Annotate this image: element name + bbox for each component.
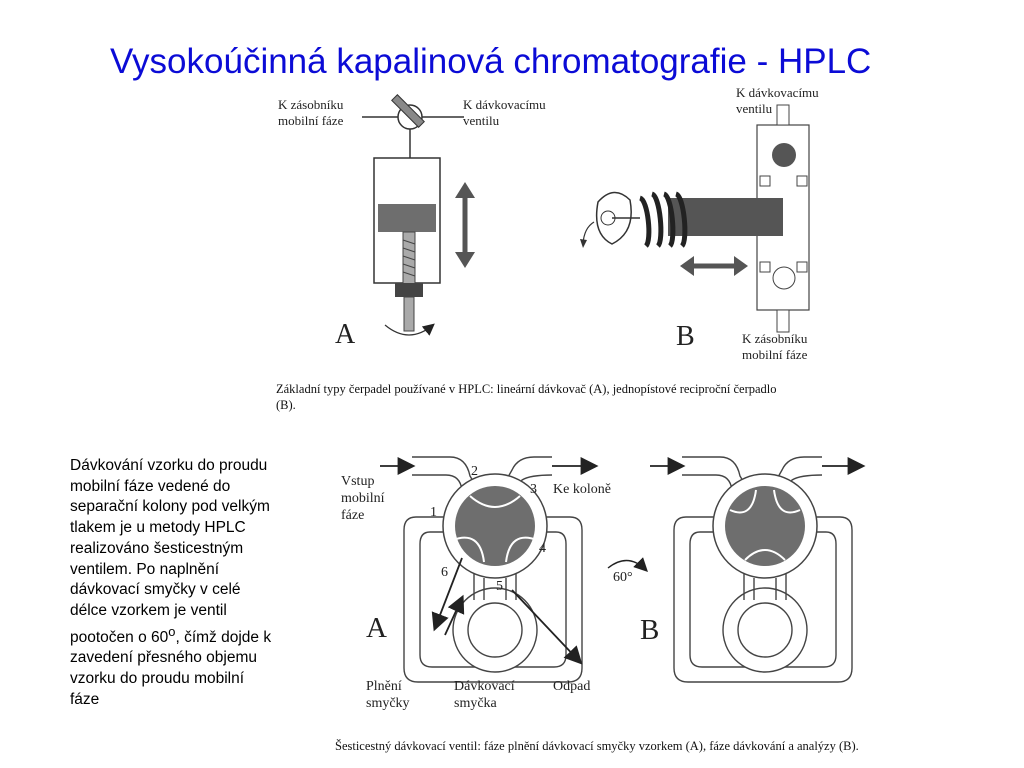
pump-b-letter: B: [676, 321, 695, 352]
valve-column-label: Ke koloně: [553, 482, 611, 497]
pump-b-reservoir-label-2: mobilní fáze: [742, 347, 808, 362]
valve-description-end: , čímž dojde k zavedení přesného objemu …: [70, 628, 272, 708]
pump-a-reservoir-label-1: K zásobníku: [278, 97, 344, 112]
pump-b-diagram: [580, 104, 810, 333]
valve-port-1: 1: [430, 505, 437, 520]
dosing-loop-label-2: smyčka: [454, 696, 498, 711]
valve-a-diagram: [380, 456, 599, 683]
pump-a-reservoir-label-2: mobilní fáze: [278, 113, 344, 128]
valve-port-6: 6: [441, 565, 448, 580]
page-title: Vysokoúčinná kapalinová chromatografie -…: [110, 42, 872, 81]
valve-inlet-label-3: fáze: [341, 508, 364, 523]
fill-loop-label-2: smyčky: [366, 696, 410, 711]
pump-b-valve-label-1: K dávkovacímu: [736, 85, 819, 100]
valve-port-4: 4: [539, 541, 546, 556]
valve-description: Dávkování vzorku do proudu mobilní fáze …: [70, 456, 275, 711]
pump-caption: Základní typy čerpadel používané v HPLC:…: [276, 382, 777, 412]
valve-caption: Šesticestný dávkovací ventil: fáze plněn…: [335, 739, 859, 753]
pump-a-diagram: [362, 94, 475, 336]
pump-a-valve-label-1: K dávkovacímu: [463, 97, 546, 112]
valve-a-letter: A: [366, 612, 387, 644]
valve-b-diagram: [607, 456, 866, 683]
valve-inlet-label-2: mobilní: [341, 491, 385, 506]
valve-description-text: Dávkování vzorku do proudu mobilní fáze …: [70, 457, 270, 646]
pump-b-valve-label-2: ventilu: [736, 101, 773, 116]
pump-a-letter: A: [335, 319, 356, 350]
valve-b-letter: B: [640, 614, 659, 646]
valve-port-5: 5: [496, 579, 503, 594]
waste-label: Odpad: [553, 679, 590, 694]
fill-loop-label-1: Plnění: [366, 679, 402, 694]
valve-port-2: 2: [471, 464, 478, 479]
degree-superscript: o: [168, 623, 176, 639]
pump-b-reservoir-label-1: K zásobníku: [742, 331, 808, 346]
pump-a-valve-label-2: ventilu: [463, 113, 500, 128]
dosing-loop-label-1: Dávkovací: [454, 679, 515, 694]
valve-rotation-label: 60°: [613, 570, 633, 585]
valve-inlet-label-1: Vstup: [341, 474, 374, 489]
valve-port-3: 3: [530, 482, 537, 497]
